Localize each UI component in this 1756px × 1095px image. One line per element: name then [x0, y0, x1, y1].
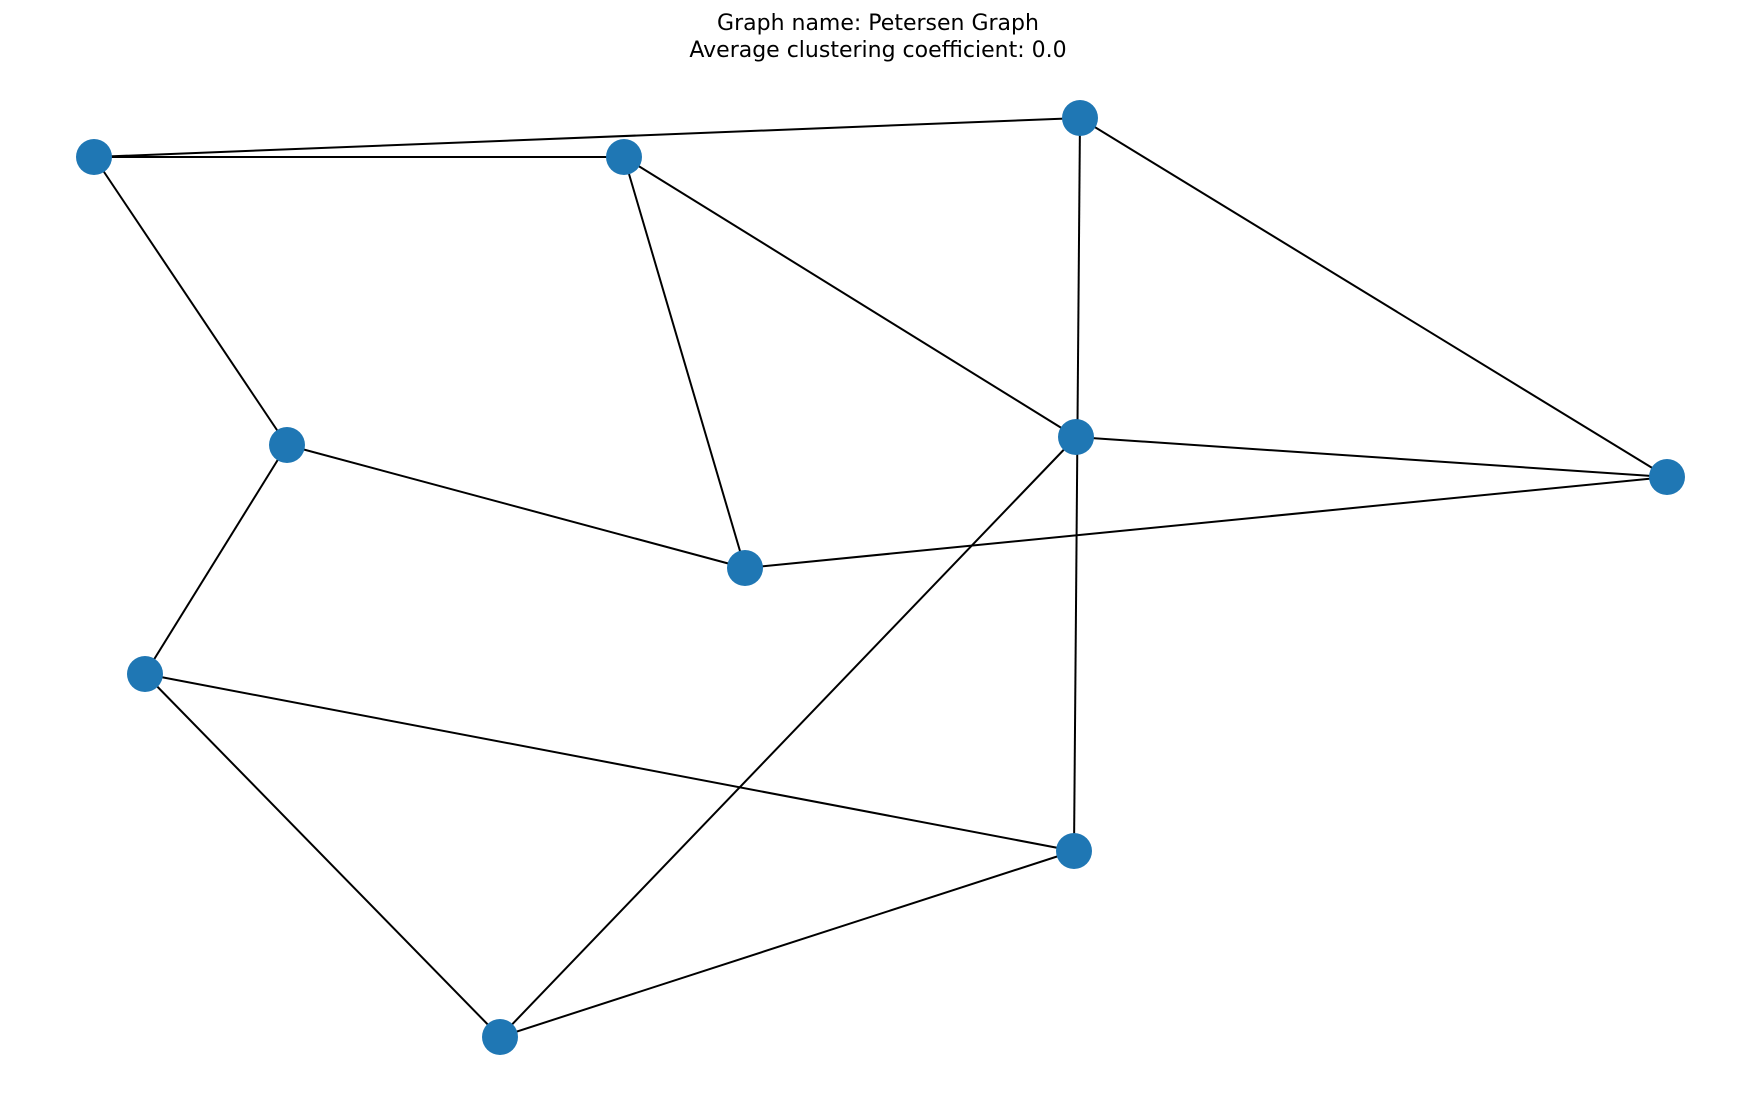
edge-n5-n7: [144, 444, 288, 675]
edge-n1-n8: [1073, 117, 1081, 852]
edge-n2-n6: [744, 476, 1668, 569]
node-n5: [269, 427, 305, 463]
node-n9: [482, 1019, 518, 1055]
edge-n0-n1: [93, 117, 1081, 158]
edge-n3-n6: [623, 156, 746, 569]
edge-n7-n9: [144, 673, 501, 1038]
node-n1: [1062, 100, 1098, 136]
edge-n4-n9: [499, 436, 1077, 1038]
edge-n1-n2: [1079, 117, 1668, 478]
nodes-layer: [76, 100, 1685, 1055]
edge-n5-n6: [286, 444, 746, 569]
edge-n7-n8: [144, 673, 1075, 852]
edge-n8-n9: [499, 850, 1075, 1038]
edges-layer: [93, 117, 1668, 1038]
node-n0: [76, 139, 112, 175]
node-n7: [127, 656, 163, 692]
node-n2: [1649, 459, 1685, 495]
graph-title: Graph name: Petersen Graph: [717, 11, 1039, 36]
node-n6: [727, 550, 763, 586]
clustering-coefficient-label: Average clustering coefficient: 0.0: [689, 38, 1067, 63]
node-n4: [1058, 419, 1094, 455]
node-n8: [1056, 833, 1092, 869]
edge-n2-n4: [1075, 436, 1668, 478]
edge-n3-n4: [623, 156, 1077, 438]
node-n3: [606, 139, 642, 175]
edge-n0-n5: [93, 156, 288, 446]
